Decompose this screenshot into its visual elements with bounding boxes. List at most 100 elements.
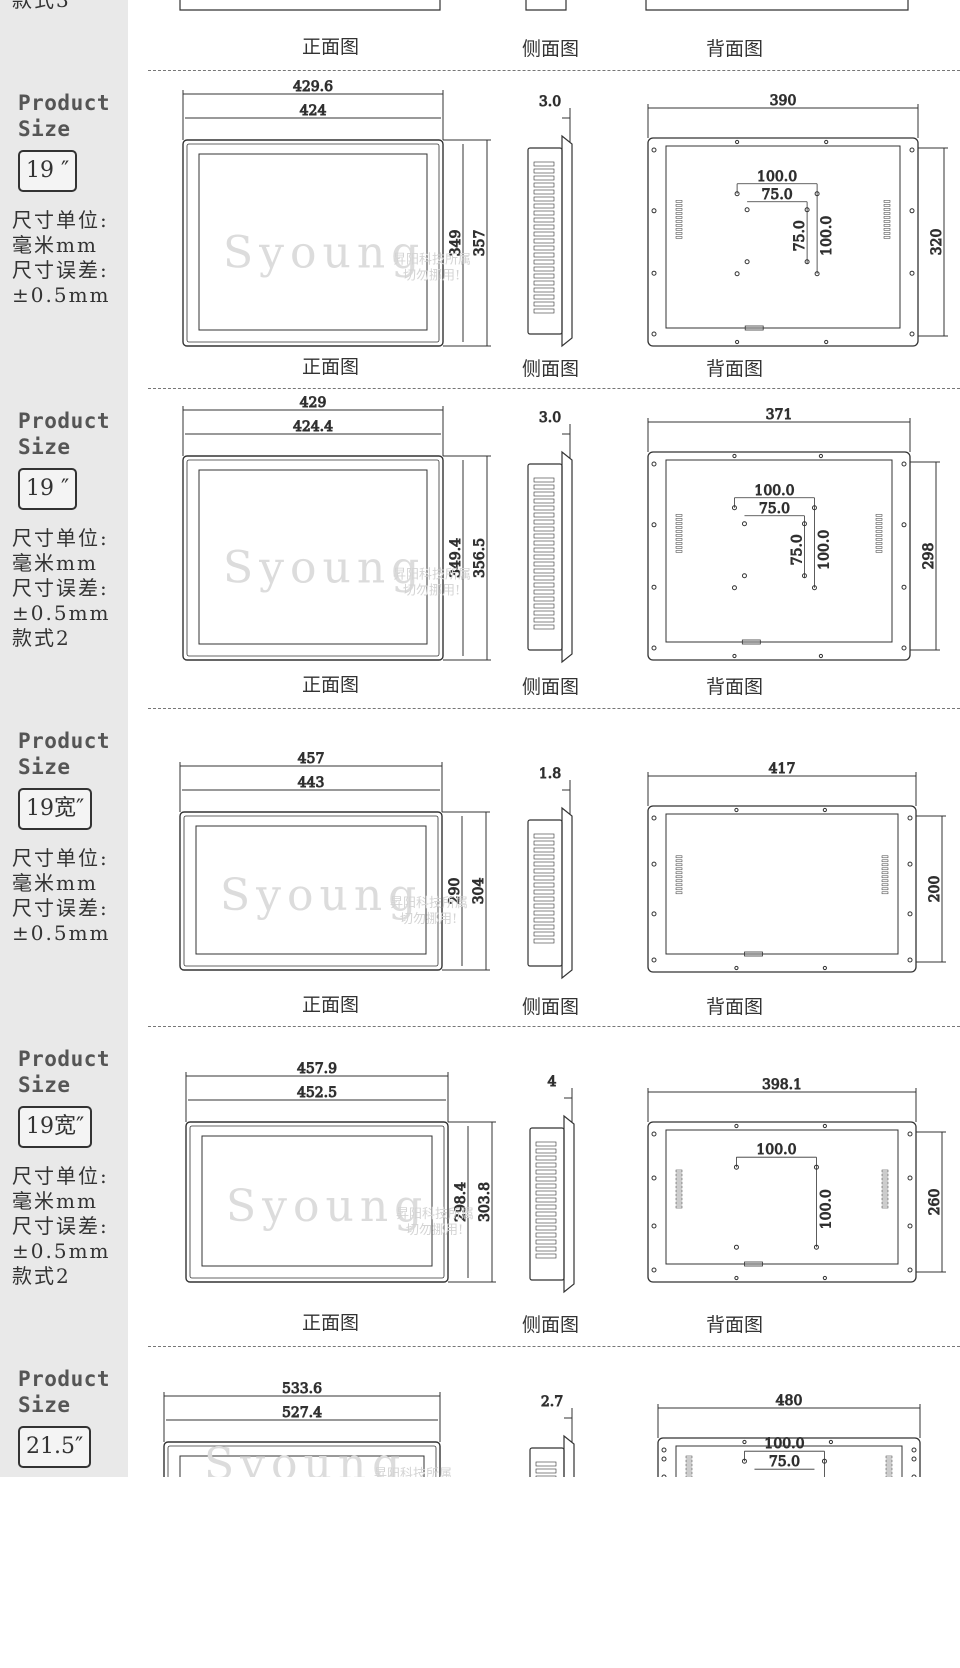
side-depth-dimension: 2.7 bbox=[541, 1394, 563, 1410]
spec-line: 尺寸误差: bbox=[12, 1214, 109, 1238]
front-outer-width-dimension: 457.9 bbox=[297, 1061, 337, 1077]
side-view-label: 侧面图 bbox=[522, 1314, 580, 1336]
side-view-label: 侧面图 bbox=[522, 996, 580, 1018]
front-inner-width-dimension: 424 bbox=[300, 103, 327, 119]
vesa-horizontal-outer-dimension: 100.0 bbox=[757, 169, 797, 185]
spec-line: ±0.5mm bbox=[12, 601, 111, 625]
top-front-view-label: 正面图 bbox=[302, 36, 360, 58]
front-outer-height-dimension: 356.5 bbox=[472, 538, 488, 578]
sidebar-background bbox=[0, 0, 128, 1477]
spec-style-label: 款式3 bbox=[12, 0, 71, 12]
vesa-horizontal-inner-dimension: 75.0 bbox=[762, 187, 793, 203]
spec-line: 毫米mm bbox=[12, 233, 98, 257]
vesa-horizontal-inner-dimension: 75.0 bbox=[759, 501, 790, 517]
back-height-dimension: 260 bbox=[927, 1189, 943, 1216]
spec-line: ±0.5mm bbox=[12, 283, 111, 307]
product-size-heading-line: Size bbox=[18, 1393, 71, 1417]
product-size-heading-line: Size bbox=[18, 1073, 71, 1097]
spec-line: 毫米mm bbox=[12, 871, 98, 895]
watermark-logo: Syoung bbox=[220, 870, 422, 921]
spec-line: 尺寸单位: bbox=[12, 1164, 109, 1188]
vesa-horizontal-outer-dimension: 100.0 bbox=[764, 1436, 804, 1452]
spec-line: 尺寸误差: bbox=[12, 576, 109, 600]
watermark-text-line2: 切勿挪用! bbox=[403, 269, 460, 284]
side-depth-dimension: 3.0 bbox=[539, 410, 561, 426]
spec-line: 尺寸误差: bbox=[12, 896, 109, 920]
front-view-label: 正面图 bbox=[302, 1312, 360, 1334]
side-view-label: 侧面图 bbox=[522, 358, 580, 380]
back-view-label: 背面图 bbox=[706, 996, 764, 1018]
top-back-view-label: 背面图 bbox=[706, 38, 764, 60]
watermark-text-line1: 昇阳科技所属 bbox=[393, 253, 471, 268]
top-side-view-label: 侧面图 bbox=[522, 38, 580, 60]
side-view-drawing: 3.0 bbox=[527, 94, 573, 348]
product-size-heading-line: Product bbox=[18, 409, 111, 433]
section-divider bbox=[148, 1026, 960, 1027]
front-inner-height-dimension: 290 bbox=[447, 878, 463, 905]
watermark-text-line2: 切勿挪用! bbox=[406, 1223, 463, 1238]
spec-line: 尺寸单位: bbox=[12, 526, 109, 550]
side-view-drawing: 1.8 bbox=[527, 766, 573, 980]
front-view-label: 正面图 bbox=[302, 356, 360, 378]
front-inner-height-dimension: 298.4 bbox=[453, 1182, 469, 1222]
back-height-dimension: 320 bbox=[929, 229, 945, 256]
spec-line: 尺寸单位: bbox=[12, 846, 109, 870]
side-view-drawing: 4 bbox=[529, 1074, 575, 1294]
product-size-heading-line: Product bbox=[18, 1367, 111, 1391]
watermark-logo: Syoung bbox=[226, 1181, 428, 1232]
spec-line: 尺寸单位: bbox=[12, 208, 109, 232]
back-view-label: 背面图 bbox=[706, 676, 764, 698]
screen-size-badge: 19 ″ bbox=[18, 468, 78, 510]
side-depth-dimension: 1.8 bbox=[539, 766, 561, 782]
spec-line: 毫米mm bbox=[12, 1189, 98, 1213]
vesa-horizontal-outer-dimension: 100.0 bbox=[754, 483, 794, 499]
product-size-heading-line: Size bbox=[18, 755, 71, 779]
back-width-dimension: 480 bbox=[776, 1393, 803, 1409]
front-inner-width-dimension: 424.4 bbox=[293, 419, 333, 435]
spec-line: 款式2 bbox=[12, 626, 71, 650]
watermark-logo: Syoung bbox=[223, 228, 425, 279]
back-width-dimension: 417 bbox=[769, 761, 796, 777]
front-inner-height-dimension: 349 bbox=[448, 230, 464, 257]
product-size-heading-line: Product bbox=[18, 729, 111, 753]
side-view-drawing: 3.0 bbox=[527, 410, 573, 664]
back-height-dimension: 200 bbox=[927, 876, 943, 903]
back-width-dimension: 398.1 bbox=[762, 1077, 802, 1093]
front-outer-width-dimension: 429.6 bbox=[293, 79, 333, 95]
spec-line: 尺寸误差: bbox=[12, 258, 109, 282]
spec-line: 款式2 bbox=[12, 1264, 71, 1288]
front-outer-width-dimension: 457 bbox=[298, 751, 325, 767]
front-view-label: 正面图 bbox=[302, 994, 360, 1016]
section-divider bbox=[148, 708, 960, 709]
back-view-label: 背面图 bbox=[706, 358, 764, 380]
front-view-drawing: 429.6 424 349 357 bbox=[182, 79, 491, 347]
vesa-vertical-outer-dimension: 100.0 bbox=[819, 216, 835, 256]
section-divider bbox=[148, 388, 960, 389]
watermark-text-line1: 昇阳科技所属 bbox=[374, 1467, 452, 1477]
side-view-label: 侧面图 bbox=[522, 676, 580, 698]
watermark-logo: Syoung bbox=[204, 1439, 406, 1477]
section-divider bbox=[148, 70, 960, 71]
vesa-horizontal-outer-dimension: 100.0 bbox=[756, 1142, 796, 1158]
front-outer-height-dimension: 303.8 bbox=[477, 1182, 493, 1222]
front-outer-height-dimension: 357 bbox=[472, 230, 488, 257]
front-outer-width-dimension: 429 bbox=[300, 395, 327, 411]
